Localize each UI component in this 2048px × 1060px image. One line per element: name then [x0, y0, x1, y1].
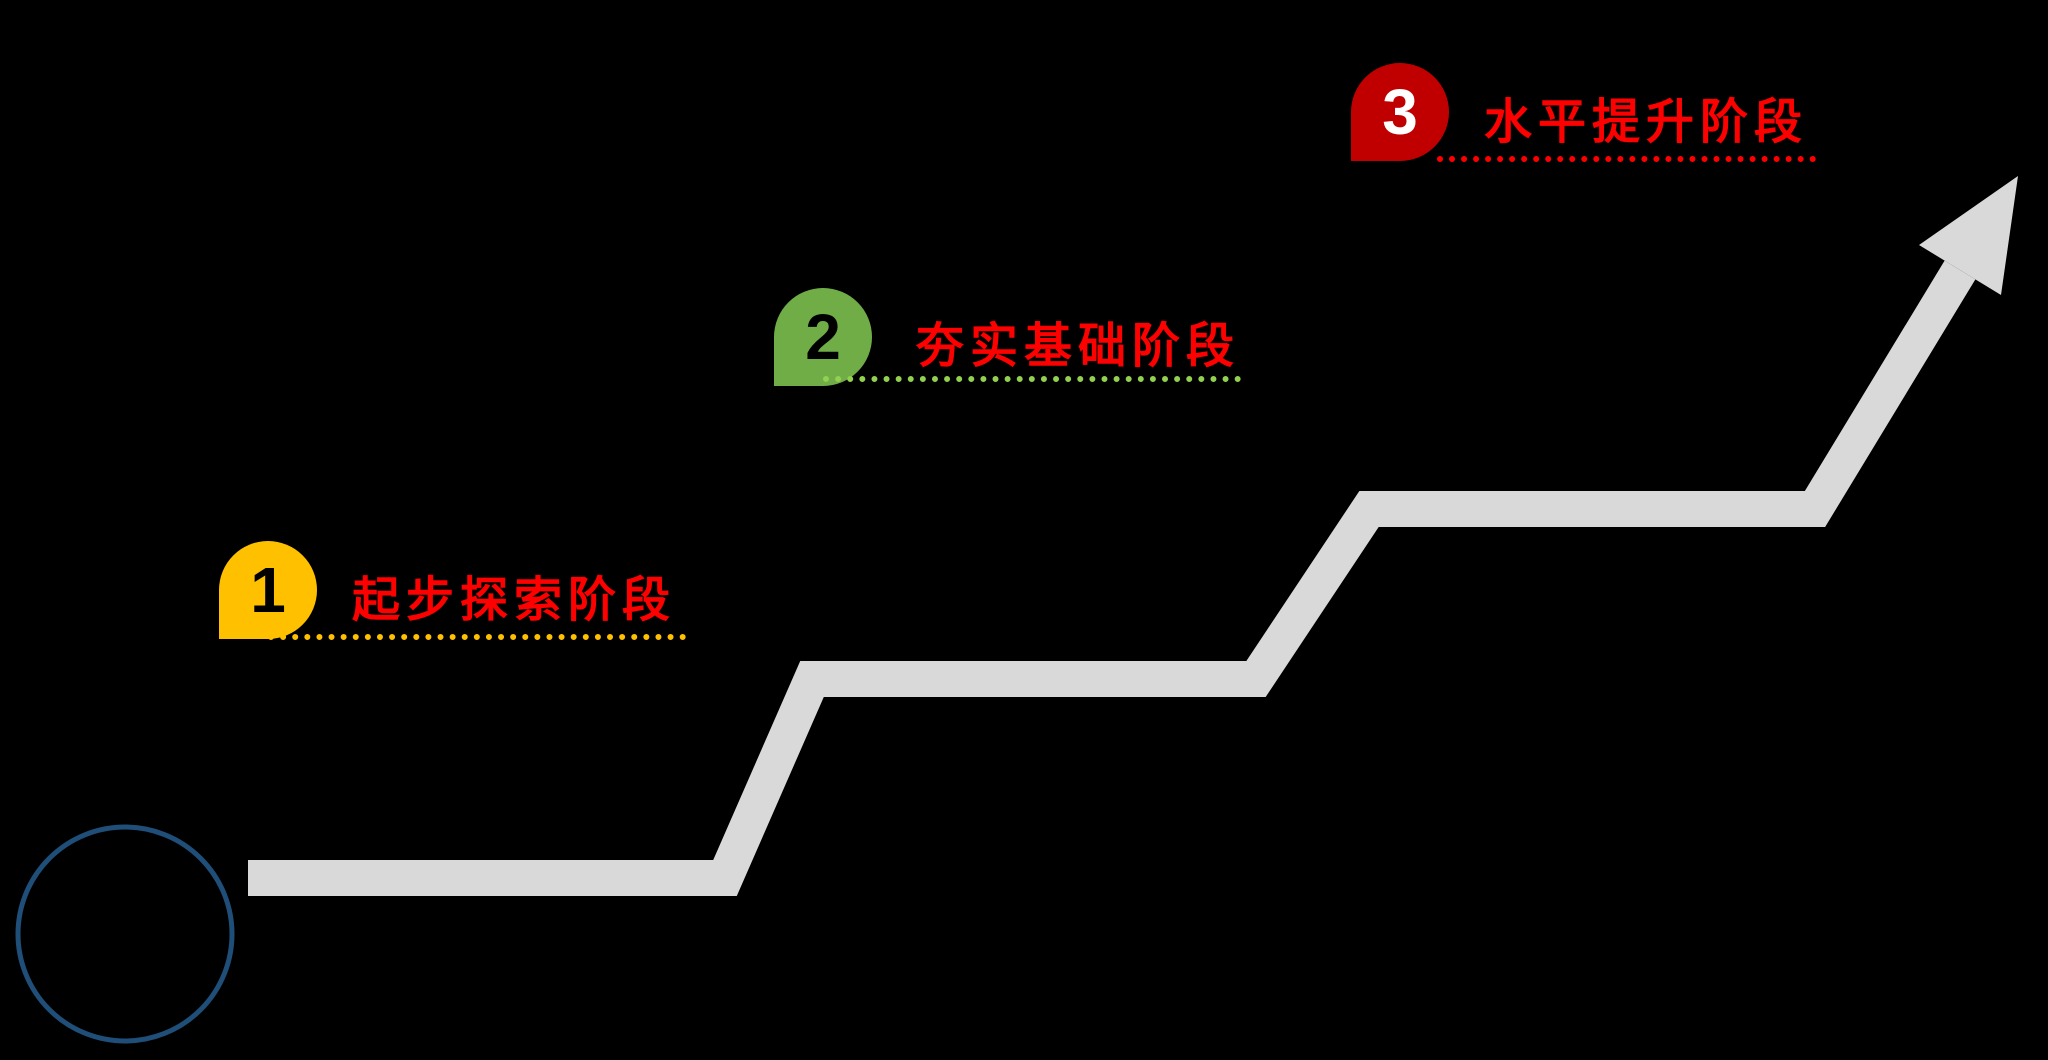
stage-2-label: 夯实基础阶段 [916, 318, 1241, 374]
stage-2-number: 2 [805, 301, 841, 373]
stage-1-label: 起步探索阶段 [352, 572, 677, 628]
stage-3-underline [1437, 156, 1816, 162]
stage-2-underline [823, 376, 1241, 382]
stage-1-underline [268, 634, 686, 640]
stage-3-label: 水平提升阶段 [1484, 94, 1809, 150]
start-circle [15, 824, 235, 1044]
stage-1-badge: 1 [219, 541, 317, 639]
stage-2-badge: 2 [774, 288, 872, 386]
stage-1-number: 1 [250, 554, 286, 626]
stage-3-badge: 3 [1351, 63, 1449, 161]
staircase-arrow-shaft [248, 260, 1976, 896]
stage-3-number: 3 [1382, 76, 1418, 148]
arrowhead-icon [1919, 176, 2018, 295]
